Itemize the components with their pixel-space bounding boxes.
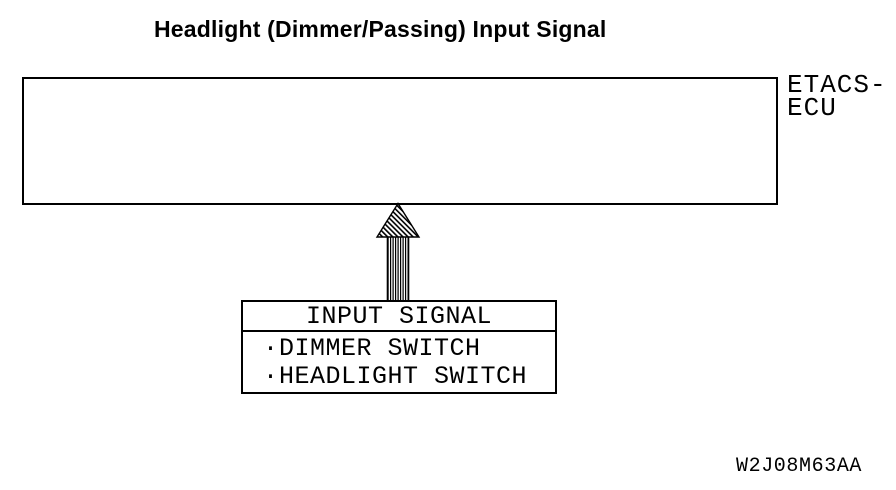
input-signal-header: INPUT SIGNAL — [243, 302, 555, 332]
etacs-ecu-label-line1: ETACS- — [787, 70, 887, 100]
etacs-ecu-box — [22, 77, 778, 205]
input-item-headlight-switch: · HEADLIGHT SWITCH — [263, 363, 555, 391]
up-arrow-icon — [375, 202, 421, 301]
bullet-icon: · — [263, 334, 279, 363]
input-signal-box: INPUT SIGNAL · DIMMER SWITCH · HEADLIGHT… — [241, 300, 557, 394]
figure-code: W2J08M63AA — [736, 455, 863, 478]
input-signal-items: · DIMMER SWITCH · HEADLIGHT SWITCH — [243, 332, 555, 391]
etacs-ecu-label: ETACS- ECU — [787, 70, 887, 123]
input-item-label: DIMMER SWITCH — [279, 334, 481, 363]
etacs-ecu-label-line2: ECU — [787, 93, 837, 123]
input-item-label: HEADLIGHT SWITCH — [279, 362, 528, 391]
input-item-dimmer-switch: · DIMMER SWITCH — [263, 335, 555, 363]
bullet-icon: · — [263, 362, 279, 391]
page-title: Headlight (Dimmer/Passing) Input Signal — [154, 16, 607, 42]
